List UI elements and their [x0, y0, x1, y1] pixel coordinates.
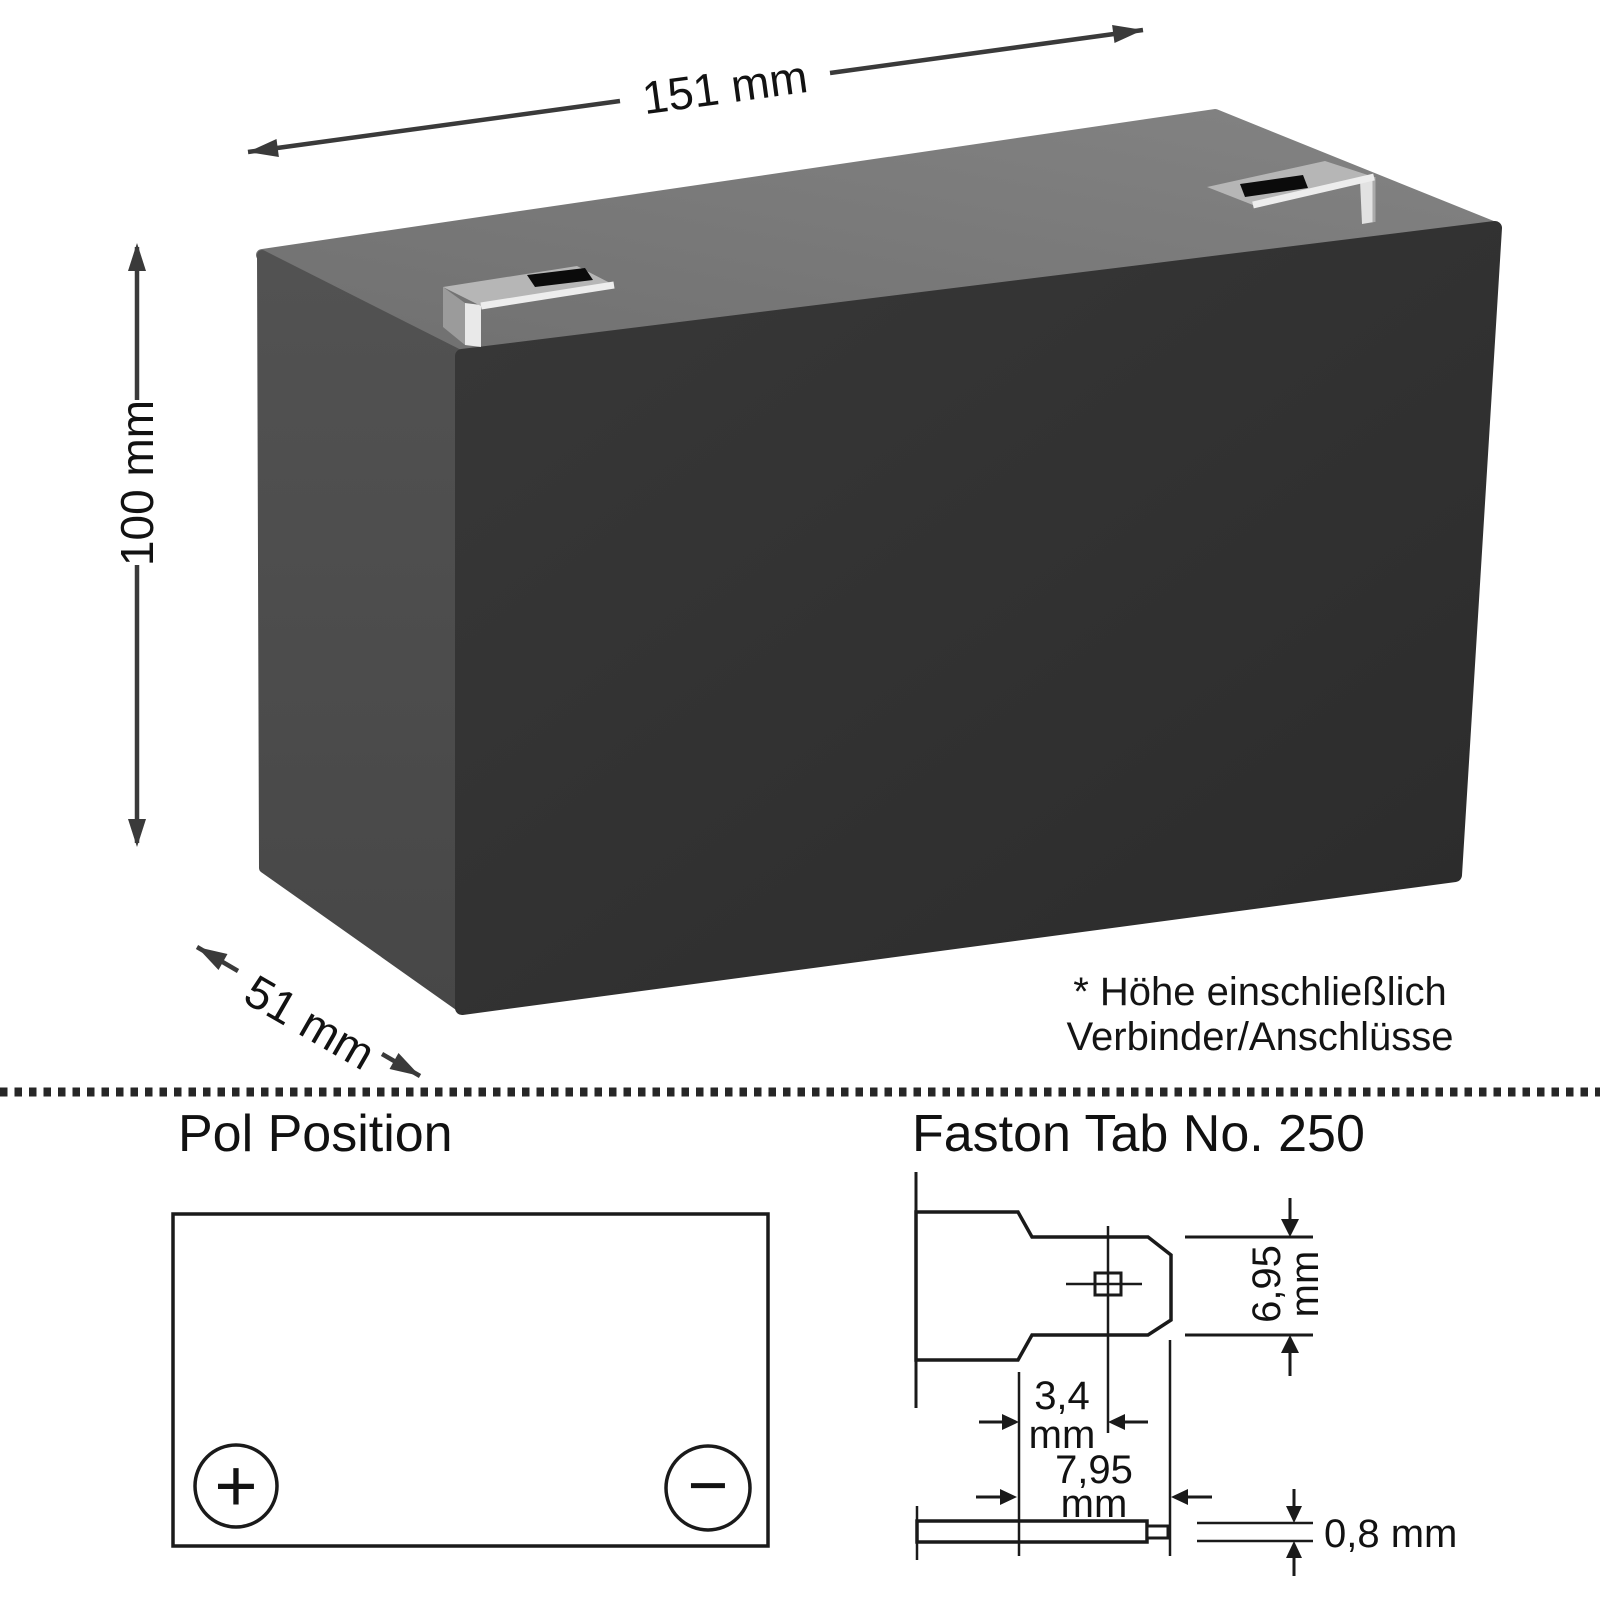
length-dim-arrowhead-right — [1112, 25, 1143, 43]
left-terminal-side-face — [443, 287, 465, 345]
thickness-dimension: 0,8 mm — [1197, 1489, 1457, 1576]
tab-width-dimension: 6,95 mm — [1185, 1198, 1327, 1376]
positive-terminal-circle — [193, 1443, 279, 1529]
faston-tab-title: Faston Tab No. 250 — [912, 1105, 1365, 1163]
depth-dim-arrowhead-left — [197, 947, 228, 970]
hole-offset-arrowhead-left — [1108, 1414, 1125, 1430]
height-note-line2: Verbinder/Anschlüsse — [1066, 1015, 1454, 1059]
depth-dim-label: 51 mm — [236, 964, 384, 1079]
left-terminal-leg — [465, 303, 481, 347]
height-dimension: 100 mm — [111, 243, 163, 847]
thickness-arrowhead-up — [1286, 1541, 1302, 1558]
tab-width-arrowhead-down — [1281, 1219, 1299, 1237]
tab-length-dimension: 7,95 mm — [976, 1448, 1212, 1526]
left-terminal-slot — [527, 268, 593, 287]
hole-offset-value: 3,4 — [1034, 1374, 1090, 1418]
hole-offset-arrowhead-right — [1002, 1414, 1019, 1430]
right-terminal-slot — [1240, 175, 1308, 197]
length-dim-arrowhead-left — [248, 139, 279, 157]
faston-tab-outline — [914, 1210, 1173, 1362]
battery-illustration — [256, 109, 1502, 1015]
battery-front-face — [455, 221, 1502, 1015]
hole-offset-unit: mm — [1029, 1413, 1096, 1457]
right-terminal — [1207, 161, 1376, 224]
thickness-label: 0,8 mm — [1324, 1512, 1457, 1556]
left-terminal-plate-edge — [480, 281, 615, 310]
height-dim-label: 100 mm — [111, 400, 163, 566]
length-dim-line-left — [247, 98, 621, 155]
tab-length-arrowhead-left — [1171, 1489, 1188, 1505]
length-dim-line-right — [829, 27, 1144, 76]
depth-dimension: 51 mm — [195, 945, 422, 1080]
right-terminal-leg — [1360, 177, 1374, 224]
height-dim-arrowhead-top — [128, 243, 146, 271]
thickness-arrowhead-down — [1286, 1506, 1302, 1523]
faston-tab-drawing: 6,95 mm 3,4 mm 7,95 mm — [914, 1172, 1457, 1576]
tab-width-unit: mm — [1283, 1251, 1327, 1318]
faston-side-view-tip — [1145, 1524, 1170, 1540]
tab-length-unit: mm — [1061, 1482, 1128, 1526]
hole-offset-dimension: 3,4 mm — [979, 1374, 1148, 1457]
negative-terminal-circle — [664, 1444, 752, 1532]
positive-terminal-symbol: + — [214, 1444, 257, 1527]
tab-width-value: 6,95 — [1245, 1245, 1289, 1323]
negative-terminal-symbol: − — [688, 1446, 729, 1524]
depth-dim-arrowhead-right — [389, 1053, 420, 1076]
height-note-line1: * Höhe einschließlich — [1073, 970, 1447, 1014]
length-dimension: 151 mm — [247, 25, 1144, 157]
tab-width-arrowhead-up — [1281, 1335, 1299, 1353]
tab-length-arrowhead-right — [1000, 1489, 1017, 1505]
pol-position-title: Pol Position — [178, 1105, 453, 1163]
height-note: * Höhe einschließlich Verbinder/Anschlüs… — [1058, 970, 1462, 1060]
faston-hole-square — [1093, 1271, 1123, 1297]
right-terminal-plate-edge — [1252, 173, 1375, 209]
height-dim-arrowhead-bottom — [128, 819, 146, 847]
tab-length-value: 7,95 — [1055, 1448, 1133, 1492]
length-dim-label: 151 mm — [639, 50, 811, 124]
left-terminal — [443, 266, 615, 347]
pol-position-diagram: + − — [171, 1212, 770, 1548]
battery-left-face — [257, 250, 467, 1013]
